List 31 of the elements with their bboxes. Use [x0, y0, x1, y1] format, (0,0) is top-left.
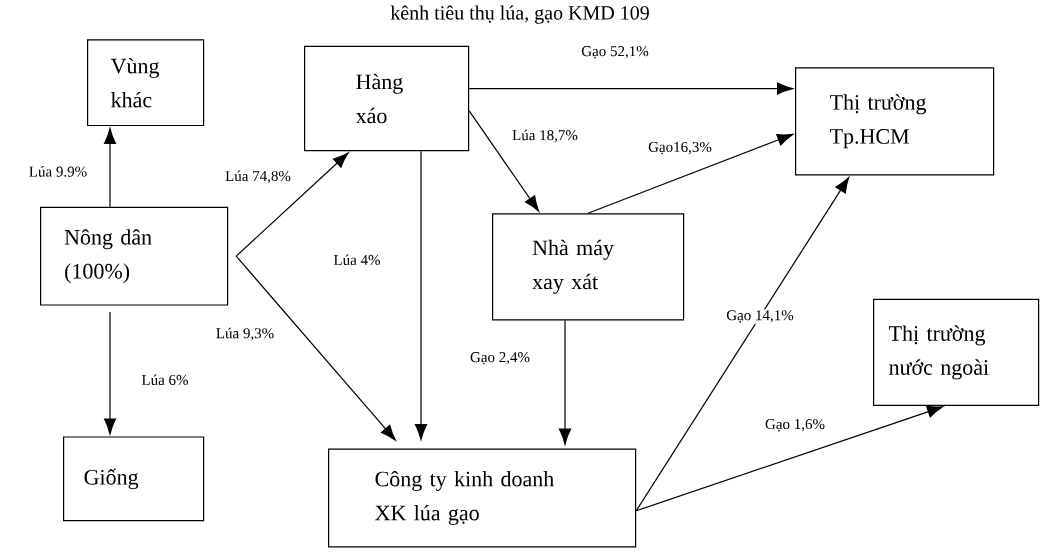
edge-label: Lúa 18,7% [511, 128, 579, 144]
edge-label: Lúa 6% [140, 373, 190, 386]
node-box: Vùng khác [87, 39, 205, 127]
arrow [235, 255, 396, 441]
arrow [235, 152, 349, 257]
node-box: Giống [63, 436, 205, 522]
node-box: Thị trường nước ngoài [873, 298, 1040, 406]
node-box: Hàng xáo [304, 45, 470, 152]
edge-label: Gạo 52,1% [580, 45, 650, 60]
edge-label: Gạo16,3% [647, 140, 713, 156]
edge-label: Lúa 9,3% [214, 326, 276, 342]
node-box: Nhà máy xay xát [492, 213, 685, 321]
title: kênh tiêu thụ lúa, gạo KMD 109 [390, 5, 649, 24]
node-box: Thị trường Tp.HCM [795, 67, 995, 176]
arrow [468, 82, 794, 95]
edge-label: Gạo 2,4% [469, 351, 531, 366]
edge-label: Lúa 4% [332, 253, 382, 266]
arrow [635, 176, 850, 512]
edge-label: Lúa 74,8% [224, 169, 292, 185]
arrow [414, 150, 428, 441]
arrow [558, 319, 572, 445]
arrow [103, 128, 117, 208]
arrow [635, 405, 944, 512]
arrow [587, 133, 794, 214]
edge-label: Gạo 1,6% [764, 418, 826, 433]
arrow [468, 110, 540, 212]
node-box: Công ty kinh doanh XK lúa gạo [328, 448, 637, 548]
arrow [103, 311, 117, 435]
node-box: Nông dân (100%) [40, 206, 229, 306]
edge-label: Lúa 9.9% [27, 165, 89, 178]
edge-label: Gạo 14,1% [725, 309, 795, 324]
